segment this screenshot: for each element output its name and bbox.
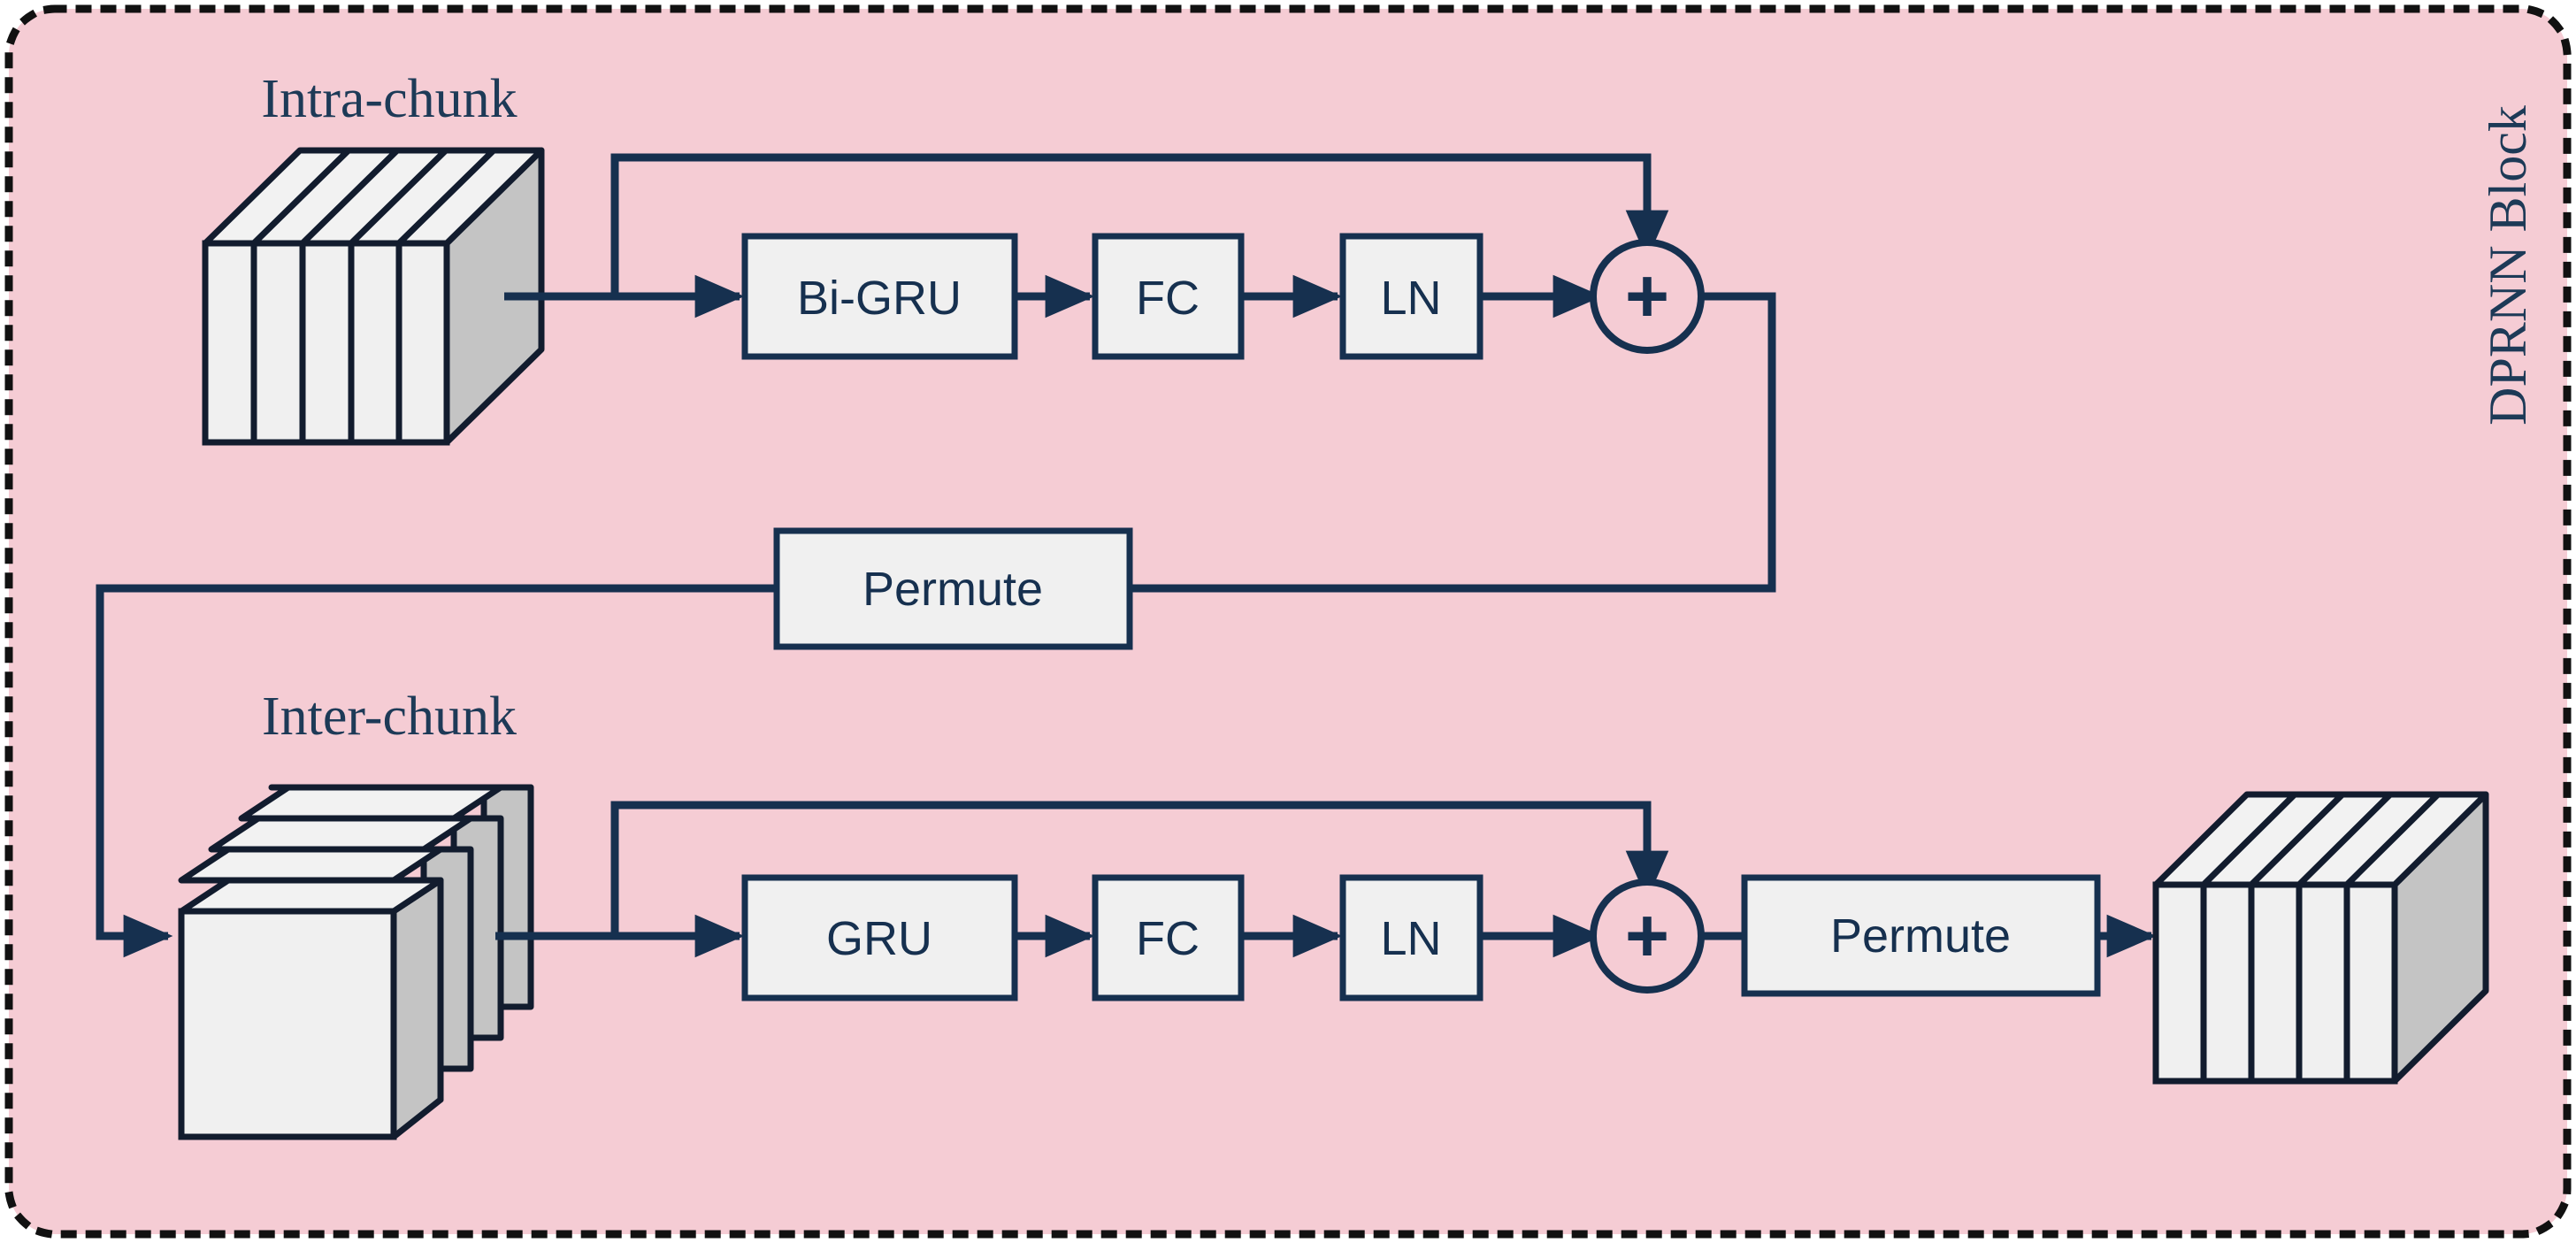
inter-chunk-tensor (178, 784, 534, 1140)
block-fc-inter[interactable]: FC (1092, 874, 1245, 1001)
block-ln-inter[interactable]: LN (1339, 874, 1484, 1001)
adder-intra-label: + (1625, 254, 1669, 339)
block-bi-gru[interactable]: Bi-GRU (741, 233, 1018, 360)
output-tensor (2152, 791, 2489, 1085)
block-permute-middle[interactable]: Permute (773, 527, 1133, 650)
block-gru[interactable]: GRU (741, 874, 1018, 1001)
adder-intra[interactable]: + (1590, 239, 1705, 354)
block-permute-output-label: Permute (1830, 909, 2011, 963)
panel-title: DPRNN Block (2479, 105, 2537, 426)
block-bi-gru-label: Bi-GRU (797, 272, 962, 325)
adder-inter[interactable]: + (1590, 879, 1705, 994)
intra-chunk-tensor (202, 147, 545, 446)
block-fc-intra[interactable]: FC (1092, 233, 1245, 360)
intra-chunk-label: Intra-chunk (261, 69, 517, 129)
block-permute-middle-label: Permute (862, 563, 1043, 616)
block-ln-intra[interactable]: LN (1339, 233, 1484, 360)
block-ln-inter-label: LN (1380, 912, 1441, 965)
block-permute-output[interactable]: Permute (1741, 874, 2101, 997)
block-ln-intra-label: LN (1380, 272, 1441, 325)
wire-inter-skip (610, 801, 1669, 936)
inter-chunk-label: Inter-chunk (262, 687, 517, 747)
block-fc-intra-label: FC (1136, 272, 1200, 325)
block-fc-inter-label: FC (1136, 912, 1200, 965)
block-gru-label: GRU (826, 912, 932, 965)
wire-permute-to-inter (96, 584, 777, 958)
wire-intra-skip (610, 153, 1669, 296)
adder-inter-label: + (1625, 894, 1669, 978)
wire-intra-to-permute (1130, 292, 1776, 593)
